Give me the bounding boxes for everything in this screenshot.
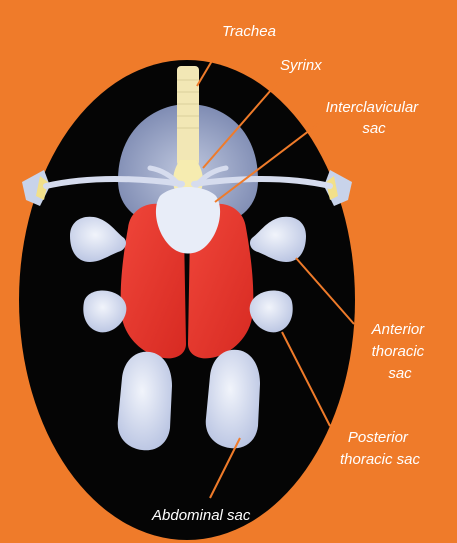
label-posterior-line1: Posterior [348, 429, 409, 446]
label-anterior-line1: Anterior [371, 321, 426, 338]
label-interclavicular-line1: Interclavicular [326, 99, 420, 116]
label-anterior-line3: sac [388, 365, 412, 382]
label-anterior-line2: thoracic [372, 343, 425, 360]
label-posterior-line2: thoracic sac [340, 451, 421, 468]
right-abdominal-sac [206, 350, 260, 449]
label-trachea: Trachea [222, 23, 276, 40]
left-abdominal-sac [118, 352, 172, 451]
label-abdominal-sac: Abdominal sac [151, 507, 251, 524]
label-interclavicular-line2: sac [362, 120, 386, 137]
label-syrinx: Syrinx [280, 57, 322, 74]
